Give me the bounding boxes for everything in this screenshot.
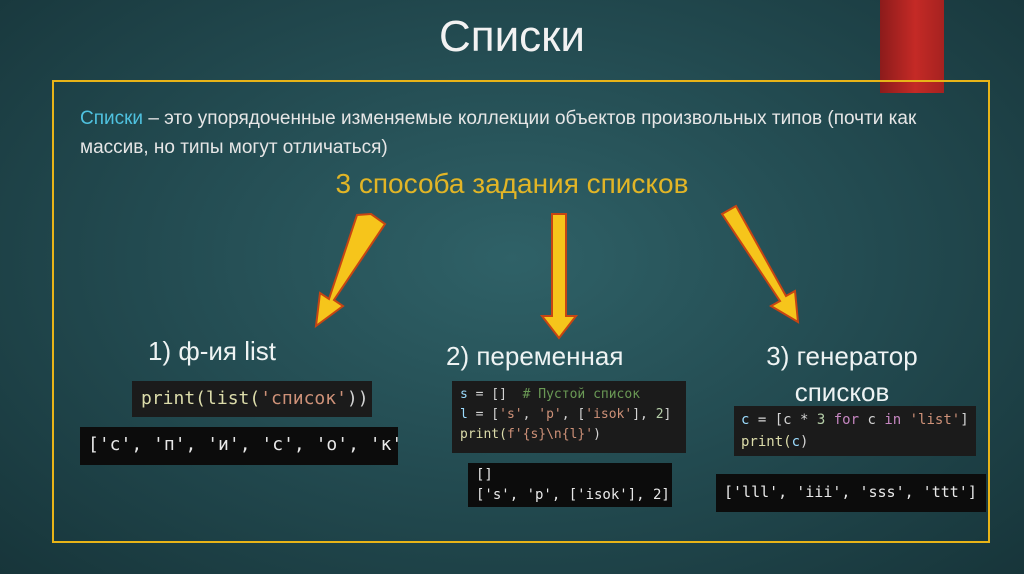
code-snippet-generator: c = [c * 3 for c in 'list']print(c) [734,406,976,456]
code-token: list( [206,388,261,409]
output-line: ['lll', 'iii', 'sss', 'ttt'] [724,483,977,501]
code-token: c [791,434,801,450]
code-token: 'список' [260,388,347,409]
code-token: ] [663,407,672,422]
code-token: in [875,412,910,428]
method-3-label-line2: списков [794,377,890,407]
code-token: c [741,412,750,428]
code-token: 'list' [909,412,961,428]
code-output-generator: ['lll', 'iii', 'sss', 'ttt'] [716,474,986,512]
code-token: = [c * [749,412,817,428]
code-token: s [460,387,468,402]
code-token: = [ [467,407,500,422]
content-frame [52,80,990,543]
code-token: 's' [499,407,523,422]
code-token: for [825,412,868,428]
code-token: # Пустой список [522,387,641,402]
slide-title: Списки [438,12,585,61]
output-line: ['с', 'п', 'и', 'с', 'о', 'к'] [88,434,398,455]
code-output-list-function: ['с', 'п', 'и', 'с', 'о', 'к'] [80,427,398,465]
code-token: ) [593,427,601,442]
code-token: f'{s}\n{l}' [506,427,594,442]
intro-definition: – это упорядоченные изменяемые коллекции… [80,108,917,158]
subheading: 3 способа задания списков [335,168,689,199]
code-token: , [522,407,539,422]
method-3-label-line1: 3) генератор [766,341,918,371]
intro-term: Списки [80,108,144,129]
decorative-red-tab [880,0,944,93]
code-token: print( [460,427,507,442]
code-token: 2 [655,407,664,422]
code-token: l [460,407,468,422]
code-snippet-variable: s = [] # Пустой список l = ['s', 'p', ['i… [452,381,686,453]
code-token: c [867,412,876,428]
intro-text: Списки – это упорядоченные изменяемые ко… [80,104,960,162]
code-token: print( [141,388,207,409]
method-3-label: 3) генератор списков [742,338,942,410]
code-token: print( [741,434,792,450]
method-1-label: 1) ф-ия list [148,336,276,366]
code-token: ) [800,434,809,450]
code-output-variable: [] ['s', 'p', ['isok'], 2] [468,463,672,507]
code-token: 'p' [538,407,562,422]
code-token: )) [346,388,369,409]
code-token: 'isok' [585,407,633,422]
code-token: ], [632,407,656,422]
code-token: 3 [816,412,826,428]
code-token: , [ [561,407,586,422]
output-line: [] [476,467,493,483]
code-token: ] [960,412,969,428]
code-snippet-list-function: print(list('список')) [132,381,372,417]
method-2-label: 2) переменная [446,341,624,371]
code-token: = [] [467,387,523,402]
output-line: ['s', 'p', ['isok'], 2] [476,487,670,503]
